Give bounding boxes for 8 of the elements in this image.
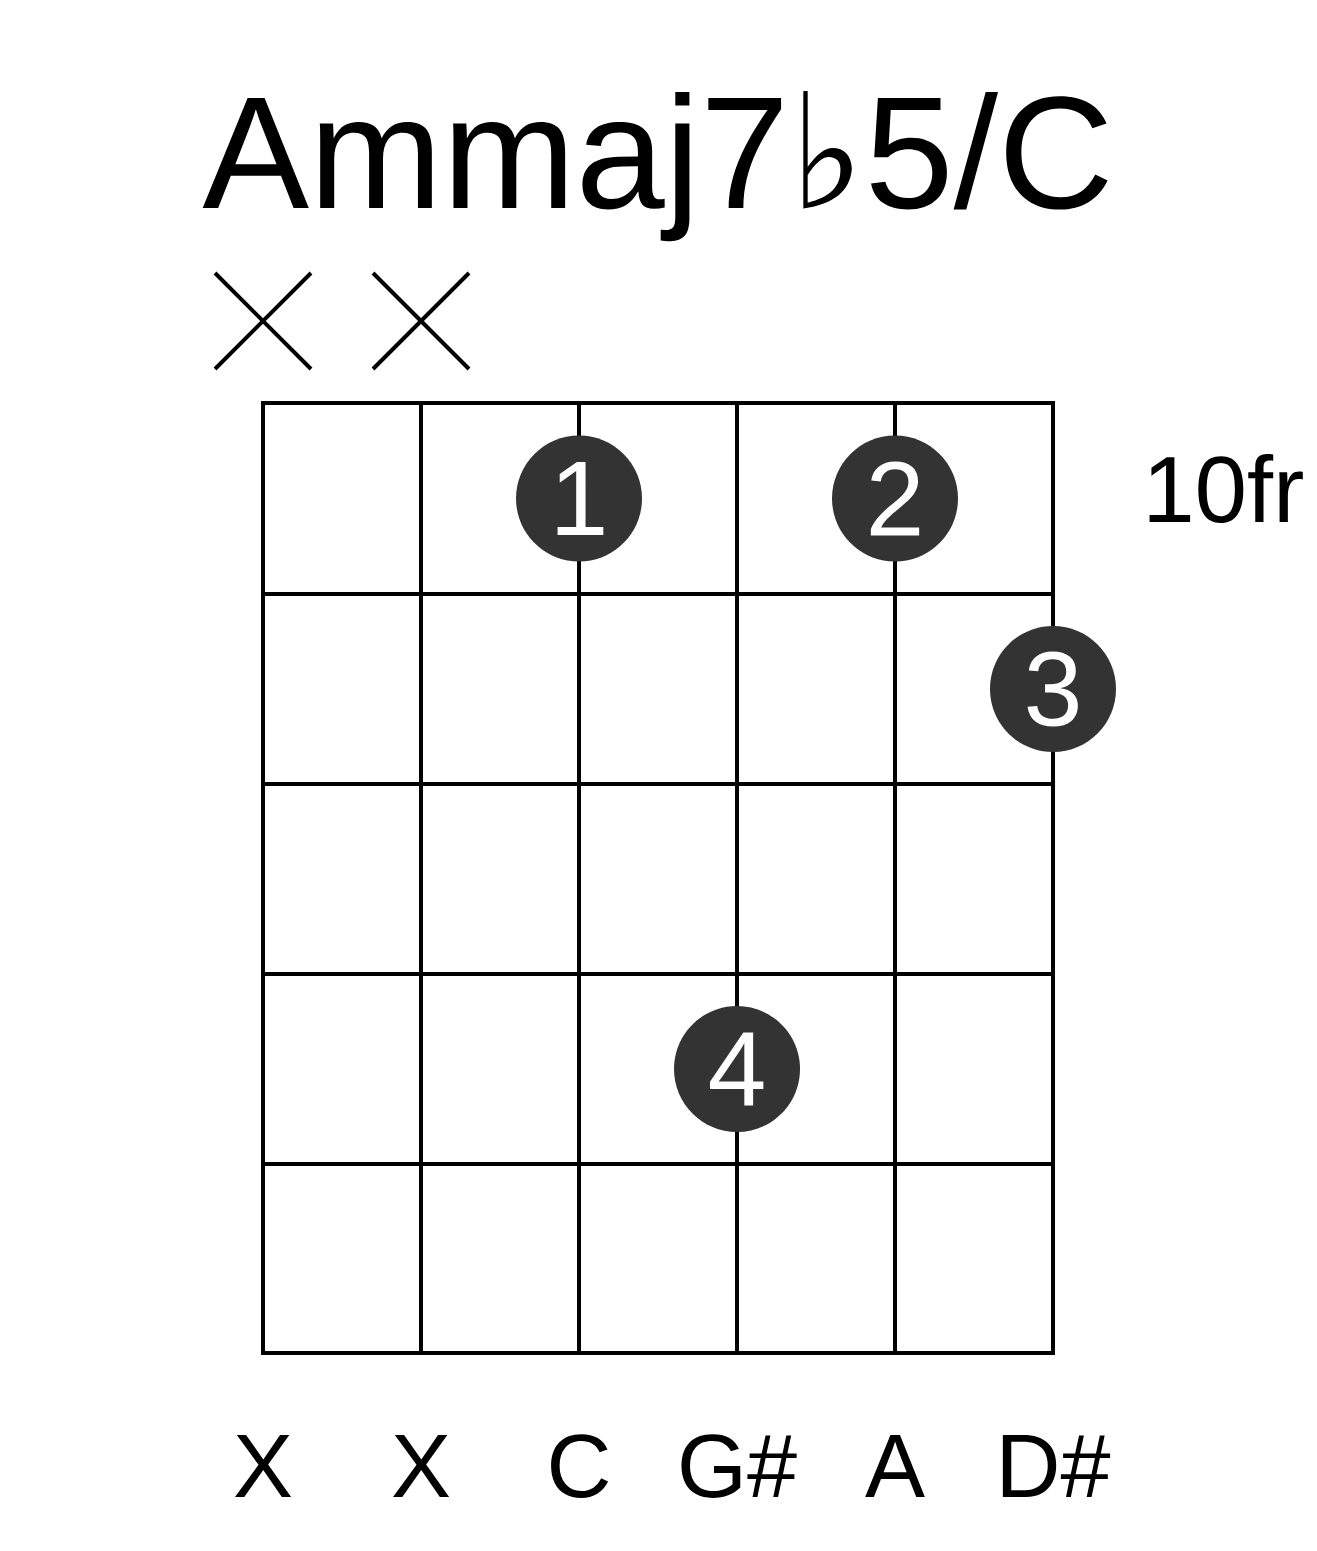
string-note-label: X	[235, 1435, 292, 1497]
string-note-label: X	[393, 1435, 450, 1497]
string-note-label: D#	[1002, 1435, 1111, 1497]
string-note-label: G#	[681, 1434, 797, 1498]
string-note-label: A	[865, 1435, 925, 1497]
string-note-label: C	[551, 1434, 609, 1498]
fret-number-label: 10fr	[1149, 453, 1303, 523]
chord-title: Ammaj7♭5/C	[202, 91, 1108, 242]
